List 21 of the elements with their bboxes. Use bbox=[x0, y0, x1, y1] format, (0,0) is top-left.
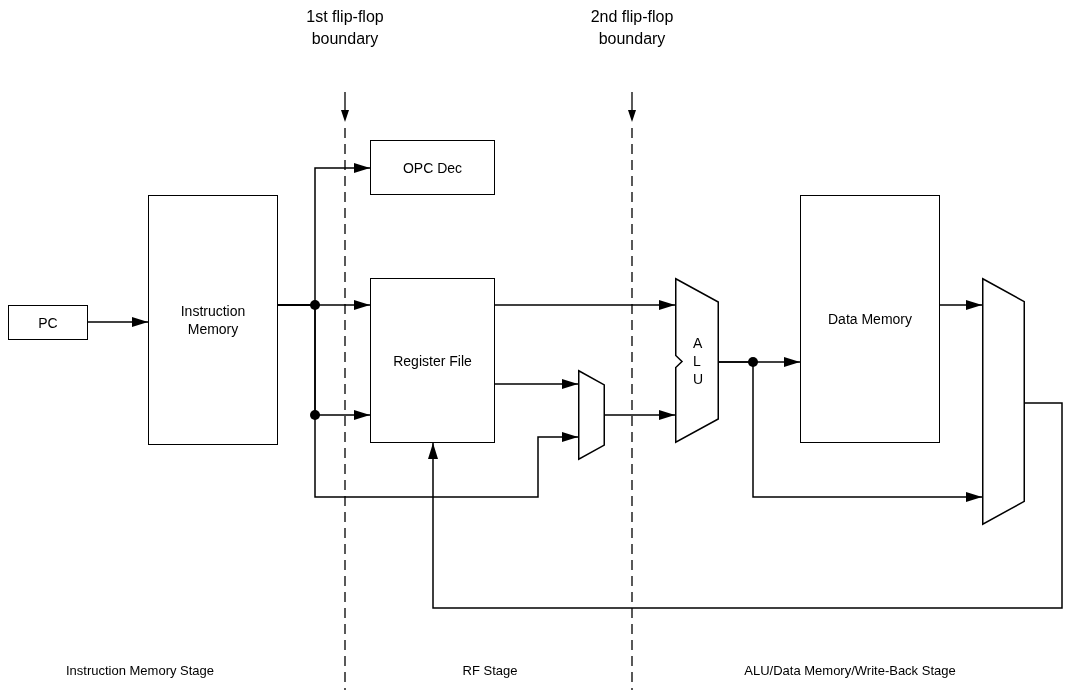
multiplexer-shape bbox=[982, 278, 1025, 525]
arrow bbox=[604, 410, 676, 420]
block-label: OPC Dec bbox=[401, 158, 464, 177]
arrow bbox=[718, 361, 983, 502]
arrow bbox=[939, 300, 983, 310]
alu-shape bbox=[675, 278, 719, 443]
block-box bbox=[8, 305, 88, 340]
block-box bbox=[370, 278, 495, 443]
block-box bbox=[800, 195, 940, 443]
arrow bbox=[494, 300, 676, 310]
arrow bbox=[494, 379, 579, 389]
block-label: PC bbox=[37, 313, 59, 332]
block-label: Instruction Memory bbox=[179, 302, 247, 338]
block-label: Data Memory bbox=[827, 310, 913, 328]
block-box bbox=[370, 140, 495, 195]
block-box bbox=[148, 195, 278, 445]
block-label: Register File bbox=[392, 351, 473, 370]
block-label: A L U bbox=[693, 333, 701, 388]
multiplexer-shape bbox=[578, 370, 605, 460]
arrow bbox=[428, 402, 1063, 609]
arrow bbox=[87, 317, 149, 327]
